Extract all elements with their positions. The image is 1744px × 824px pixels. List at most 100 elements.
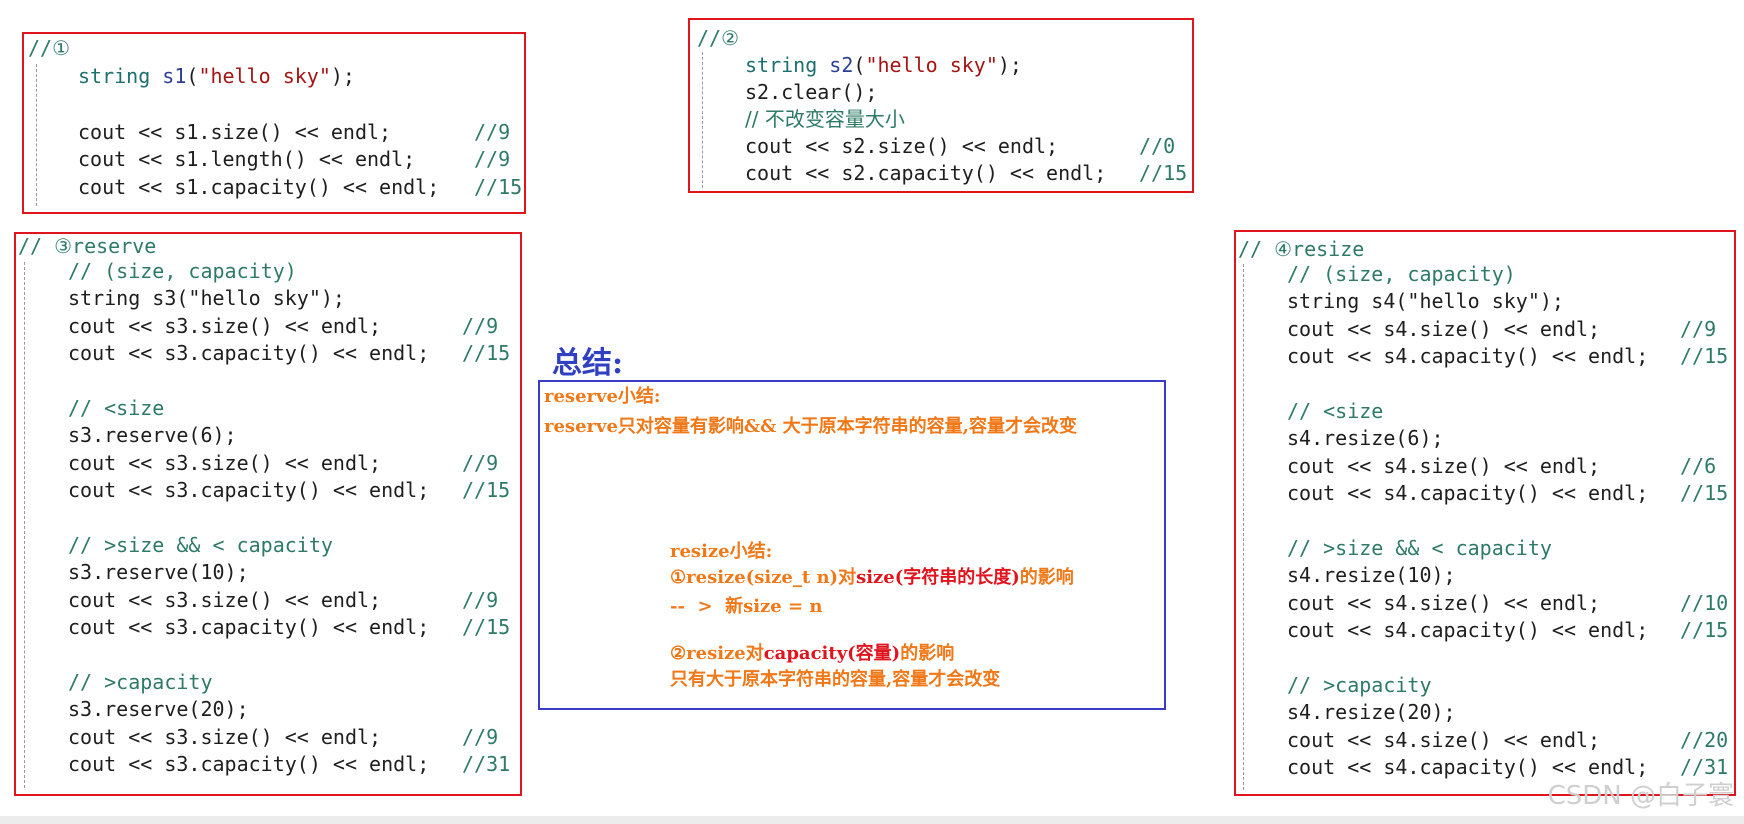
resize-summary-title: resize小结: [670, 541, 773, 562]
code-comment: //15 [1680, 344, 1729, 369]
code-line: cout << s1.size() << endl; [78, 120, 392, 144]
code-comment: //6 [1680, 453, 1717, 478]
note-text: 的影响 [1019, 567, 1074, 588]
code-comment: //15 [462, 478, 511, 503]
code-comment: //9 [1680, 316, 1717, 341]
code-comment: //9 [462, 450, 499, 475]
indent-guide [702, 52, 703, 188]
code-line: cout << s1.capacity() << endl; [78, 175, 440, 199]
code-line: s3.reserve(10); [68, 560, 249, 585]
code-line: cout << s3.size() << endl; [68, 450, 382, 475]
code-comment: // 不改变容量大小 [745, 107, 905, 131]
code-comment: //15 [462, 341, 511, 366]
code-comment: //15 [1139, 161, 1188, 185]
code-line: cout << s4.size() << endl; [1287, 316, 1601, 341]
watermark: CSDN @白子寰 [1547, 781, 1734, 811]
indent-guide [1243, 264, 1244, 790]
bottom-bar [0, 816, 1744, 824]
note-text: ②resize对 [670, 643, 764, 664]
code-comment: //② [697, 26, 740, 50]
code-comment: //9 [474, 147, 511, 171]
code-comment: //15 [1680, 481, 1729, 506]
note-highlight: size(字符串的长度) [856, 567, 1020, 588]
note-text: 的影响 [900, 643, 955, 664]
note-text: ①resize(size_t n)对 [670, 567, 857, 588]
summary-title: 总结: [552, 346, 624, 381]
code-line: cout << s3.size() << endl; [68, 724, 382, 749]
code-comment: //9 [462, 724, 499, 749]
code-line: s3.reserve(6); [68, 423, 237, 448]
code-comment: // <size [68, 396, 165, 420]
code-line: cout << s4.capacity() << endl; [1287, 481, 1649, 506]
code-line: string s1("hello sky"); [78, 64, 355, 88]
resize-summary-line-4: 只有大于原本字符串的容量,容量才会改变 [670, 669, 1001, 690]
code-block-4: // ④resize // (size, capacity) string s4(… [1238, 235, 1730, 793]
code-line: cout << s4.capacity() << endl; [1287, 618, 1649, 643]
code-comment: //15 [474, 175, 523, 199]
code-line: s3.reserve(20); [68, 697, 249, 722]
code-comment: //20 [1680, 727, 1729, 752]
indent-guide [24, 262, 25, 788]
code-line: cout << s3.capacity() << endl; [68, 341, 430, 366]
code-line: s2.clear(); [745, 80, 878, 104]
code-comment: // >size && < capacity [1287, 536, 1552, 560]
code-box-3-reserve [14, 232, 522, 796]
code-comment: // ③reserve [18, 234, 157, 258]
code-line: cout << s4.capacity() << endl; [1287, 344, 1649, 369]
code-line: string s4("hello sky"); [1287, 289, 1564, 314]
code-comment: //10 [1680, 590, 1729, 615]
code-block-3: // ③reserve // (size, capacity) string s3… [18, 232, 518, 792]
code-token: "hello sky" [865, 53, 998, 77]
code-comment: //9 [462, 313, 499, 338]
code-box-4-resize [1234, 230, 1736, 796]
code-line: cout << s4.size() << endl; [1287, 727, 1601, 752]
code-line: s4.resize(20); [1287, 700, 1456, 725]
code-line: string s3("hello sky"); [68, 286, 345, 311]
code-token: string [745, 53, 818, 77]
summary-box [538, 380, 1166, 710]
code-comment: // >capacity [68, 670, 213, 694]
code-comment: //0 [1139, 134, 1176, 158]
code-line: cout << s3.size() << endl; [68, 587, 382, 612]
code-token: string [78, 64, 151, 88]
code-line: cout << s3.size() << endl; [68, 313, 382, 338]
code-line: s4.resize(6); [1287, 426, 1444, 451]
code-comment: //31 [462, 752, 511, 777]
code-line: cout << s4.capacity() << endl; [1287, 755, 1649, 780]
code-comment: // ④resize [1238, 237, 1365, 261]
code-comment: //15 [1680, 618, 1729, 643]
code-comment: // (size, capacity) [1287, 262, 1516, 286]
code-token: "hello sky" [198, 64, 331, 88]
code-comment: //9 [474, 120, 511, 144]
resize-summary-line-1: ①resize(size_t n)对size(字符串的长度)的影响 [670, 565, 1074, 591]
code-line: cout << s3.capacity() << endl; [68, 478, 430, 503]
code-comment: //9 [462, 587, 499, 612]
code-comment: // >capacity [1287, 673, 1432, 697]
code-token: s2 [829, 53, 854, 77]
code-block-1: //① string s1("hello sky"); cout << s1.s… [28, 34, 522, 210]
code-line: cout << s1.length() << endl; [78, 147, 416, 171]
code-line: cout << s4.size() << endl; [1287, 453, 1601, 478]
indent-guide [36, 64, 37, 206]
code-comment: // (size, capacity) [68, 259, 297, 283]
code-comment: //31 [1680, 755, 1729, 780]
note-highlight: capacity(容量) [763, 643, 901, 664]
code-block-2: //② string s2("hello sky"); s2.clear(); … [697, 24, 1191, 190]
code-line: cout << s2.size() << endl; [745, 134, 1059, 158]
code-line: cout << s3.capacity() << endl; [68, 615, 430, 640]
reserve-summary-text: reserve只对容量有影响&& 大于原本字符串的容量,容量才会改变 [544, 416, 1077, 437]
code-comment: //① [28, 36, 71, 60]
code-box-2 [688, 18, 1194, 193]
code-comment: // >size && < capacity [68, 533, 333, 557]
code-box-1 [22, 32, 526, 214]
code-comment: // <size [1287, 399, 1384, 423]
code-line: s4.resize(10); [1287, 563, 1456, 588]
code-line: cout << s4.size() << endl; [1287, 590, 1601, 615]
resize-summary-line-3: ②resize对capacity(容量)的影响 [670, 641, 954, 667]
code-comment: //15 [462, 615, 511, 640]
resize-summary-line-2: -- > 新size = n [670, 596, 823, 617]
code-token: s1 [162, 64, 187, 88]
code-line: string s2("hello sky"); [745, 53, 1022, 77]
reserve-summary-title: reserve小结: [544, 386, 661, 407]
code-line: cout << s3.capacity() << endl; [68, 752, 430, 777]
